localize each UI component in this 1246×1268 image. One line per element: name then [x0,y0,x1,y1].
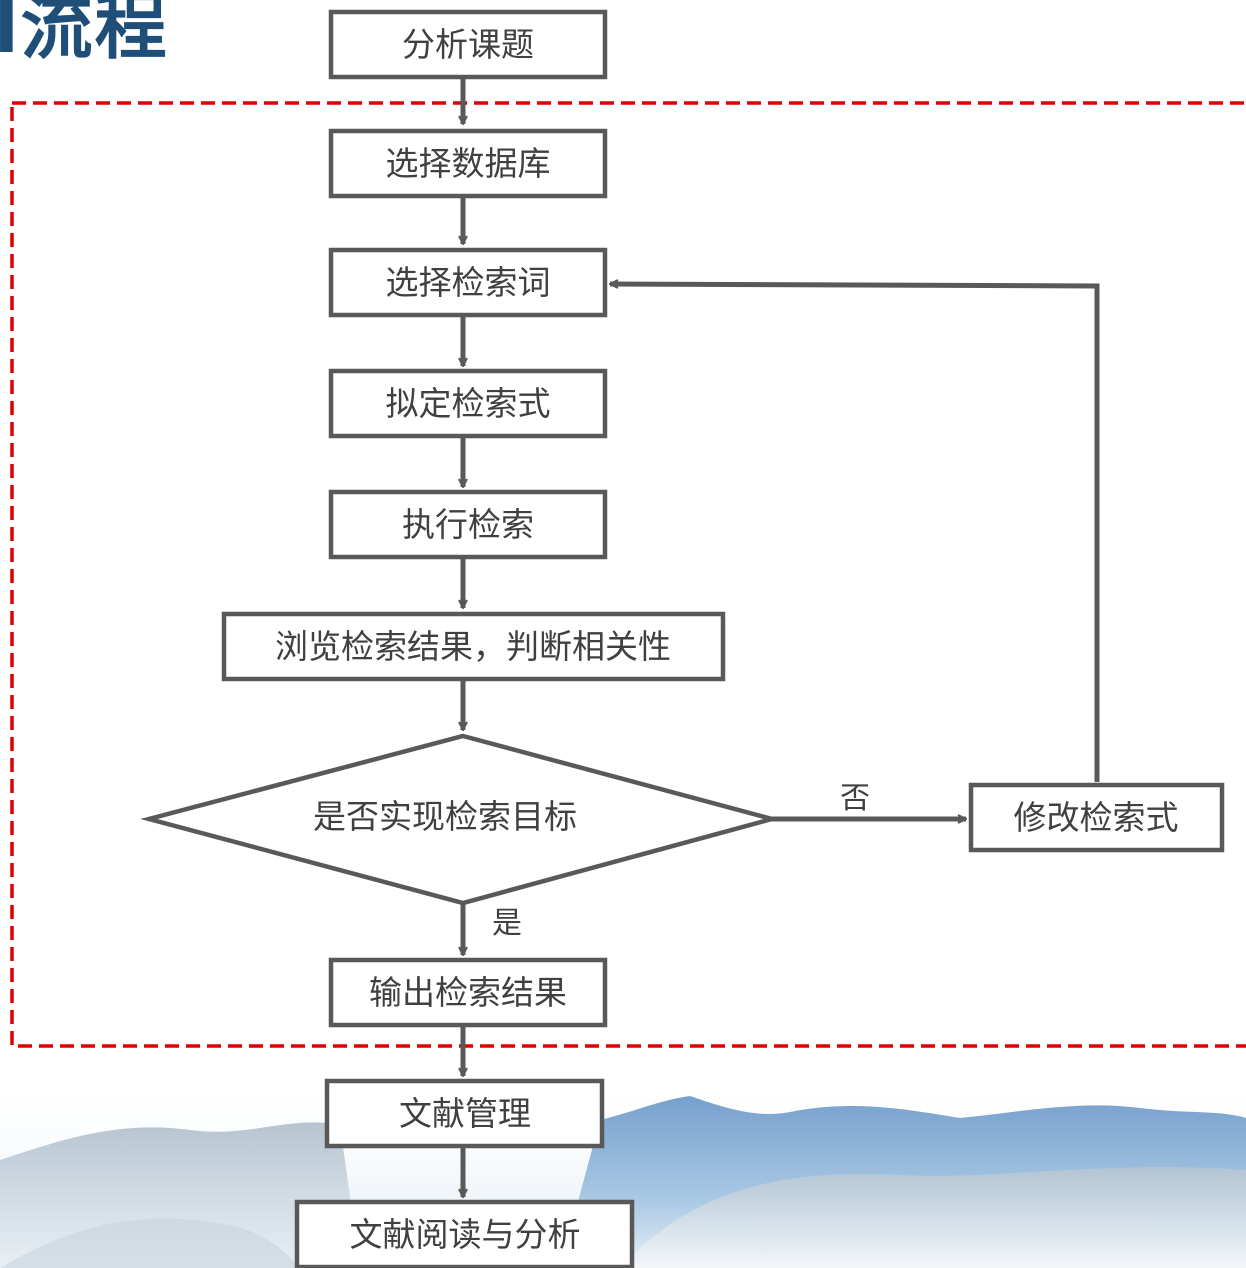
connectors [463,77,1100,1197]
node-modify [968,782,1225,853]
flow-nodes [140,9,1225,1268]
label-manage: 文献管理 [399,1094,531,1133]
label-output: 输出检索结果 [369,973,567,1012]
node-browse [221,611,726,682]
node-choose-db [328,128,608,199]
label-execute: 执行检索 [402,505,534,544]
label-browse: 浏览检索结果，判断相关性 [275,627,671,666]
label-decision: 是否实现检索目标 [313,797,577,836]
label-modify: 修改检索式 [1014,798,1179,837]
slide-title: l流程 [0,0,169,69]
node-manage [324,1078,605,1149]
label-choose-db: 选择数据库 [386,144,551,183]
loop-region-border [10,101,1246,1048]
edge-label-no: 否 [840,781,870,816]
node-decision [140,733,781,906]
node-choose-terms [328,247,608,318]
label-choose-terms: 选择检索词 [386,263,551,302]
node-read [294,1199,635,1268]
node-execute [328,489,608,560]
arrow-modify-to-terms [610,284,1100,782]
node-draft-query [328,368,608,439]
label-read: 文献阅读与分析 [350,1215,581,1254]
edge-label-yes: 是 [492,906,522,941]
node-analyze [328,9,608,80]
label-analyze: 分析课题 [402,25,534,64]
mountain-background [0,1070,1246,1268]
label-draft-query: 拟定检索式 [386,384,551,423]
node-output [328,957,608,1028]
